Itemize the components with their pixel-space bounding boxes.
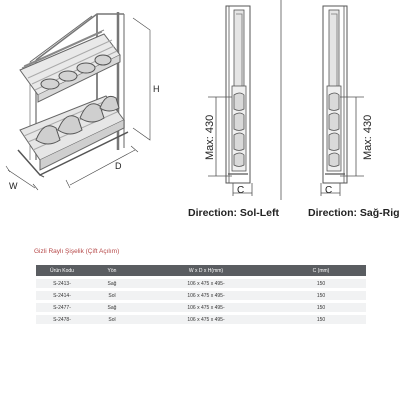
cell-c: 150	[276, 303, 366, 312]
product-isometric-drawing: H D W	[5, 12, 160, 191]
table-row: S-2413- Sağ 106 x 475 x 495- 150	[36, 279, 366, 288]
cell-direction: Sol	[88, 291, 136, 300]
cell-product-code: S-2478-	[36, 315, 88, 324]
col-header-dimensions: W x D x H(mm)	[136, 265, 276, 276]
cell-product-code: S-2413-	[36, 279, 88, 288]
cell-c: 150	[276, 315, 366, 324]
right-max-height-label: Max: 430	[362, 115, 374, 160]
col-header-c: C (mm)	[276, 265, 366, 276]
direction-right-caption: Direction: Sağ-Right	[308, 207, 400, 219]
right-view-drawing	[320, 5, 364, 196]
cell-direction: Sağ	[88, 279, 136, 288]
cell-dimensions: 106 x 475 x 495-	[136, 279, 276, 288]
left-c-label: C	[237, 185, 244, 196]
table-row: S-2478- Sol 106 x 475 x 495- 150	[36, 315, 366, 324]
cell-product-code: S-2414-	[36, 291, 88, 300]
spec-table: Ürün Kodu Yön W x D x H(mm) C (mm) S-241…	[36, 262, 366, 327]
left-view-drawing	[208, 5, 253, 196]
product-subtitle: Gizli Raylı Şişelik (Çift Açılım)	[34, 248, 120, 255]
col-header-direction: Yön	[88, 265, 136, 276]
table-header-row: Ürün Kodu Yön W x D x H(mm) C (mm)	[36, 265, 366, 276]
cell-product-code: S-2477-	[36, 303, 88, 312]
direction-left-caption: Direction: Sol-Left	[188, 207, 280, 219]
cell-dimensions: 106 x 475 x 495-	[136, 303, 276, 312]
dimension-h-label: H	[153, 84, 160, 94]
table-row: S-2414- Sol 106 x 475 x 495- 150	[36, 291, 366, 300]
cell-c: 150	[276, 291, 366, 300]
cell-dimensions: 106 x 475 x 495-	[136, 291, 276, 300]
left-max-height-label: Max: 430	[204, 115, 216, 160]
cell-c: 150	[276, 279, 366, 288]
direction-views-drawing: Max: 430 C Max: 430 C Direction: Sol-Lef…	[188, 0, 400, 219]
dimension-d-label: D	[115, 161, 122, 171]
col-header-product-code: Ürün Kodu	[36, 265, 88, 276]
dimension-w-label: W	[9, 181, 18, 191]
cell-direction: Sol	[88, 315, 136, 324]
cell-direction: Sağ	[88, 303, 136, 312]
table-row: S-2477- Sağ 106 x 475 x 495- 150	[36, 303, 366, 312]
cell-dimensions: 106 x 475 x 495-	[136, 315, 276, 324]
right-c-label: C	[325, 185, 332, 196]
